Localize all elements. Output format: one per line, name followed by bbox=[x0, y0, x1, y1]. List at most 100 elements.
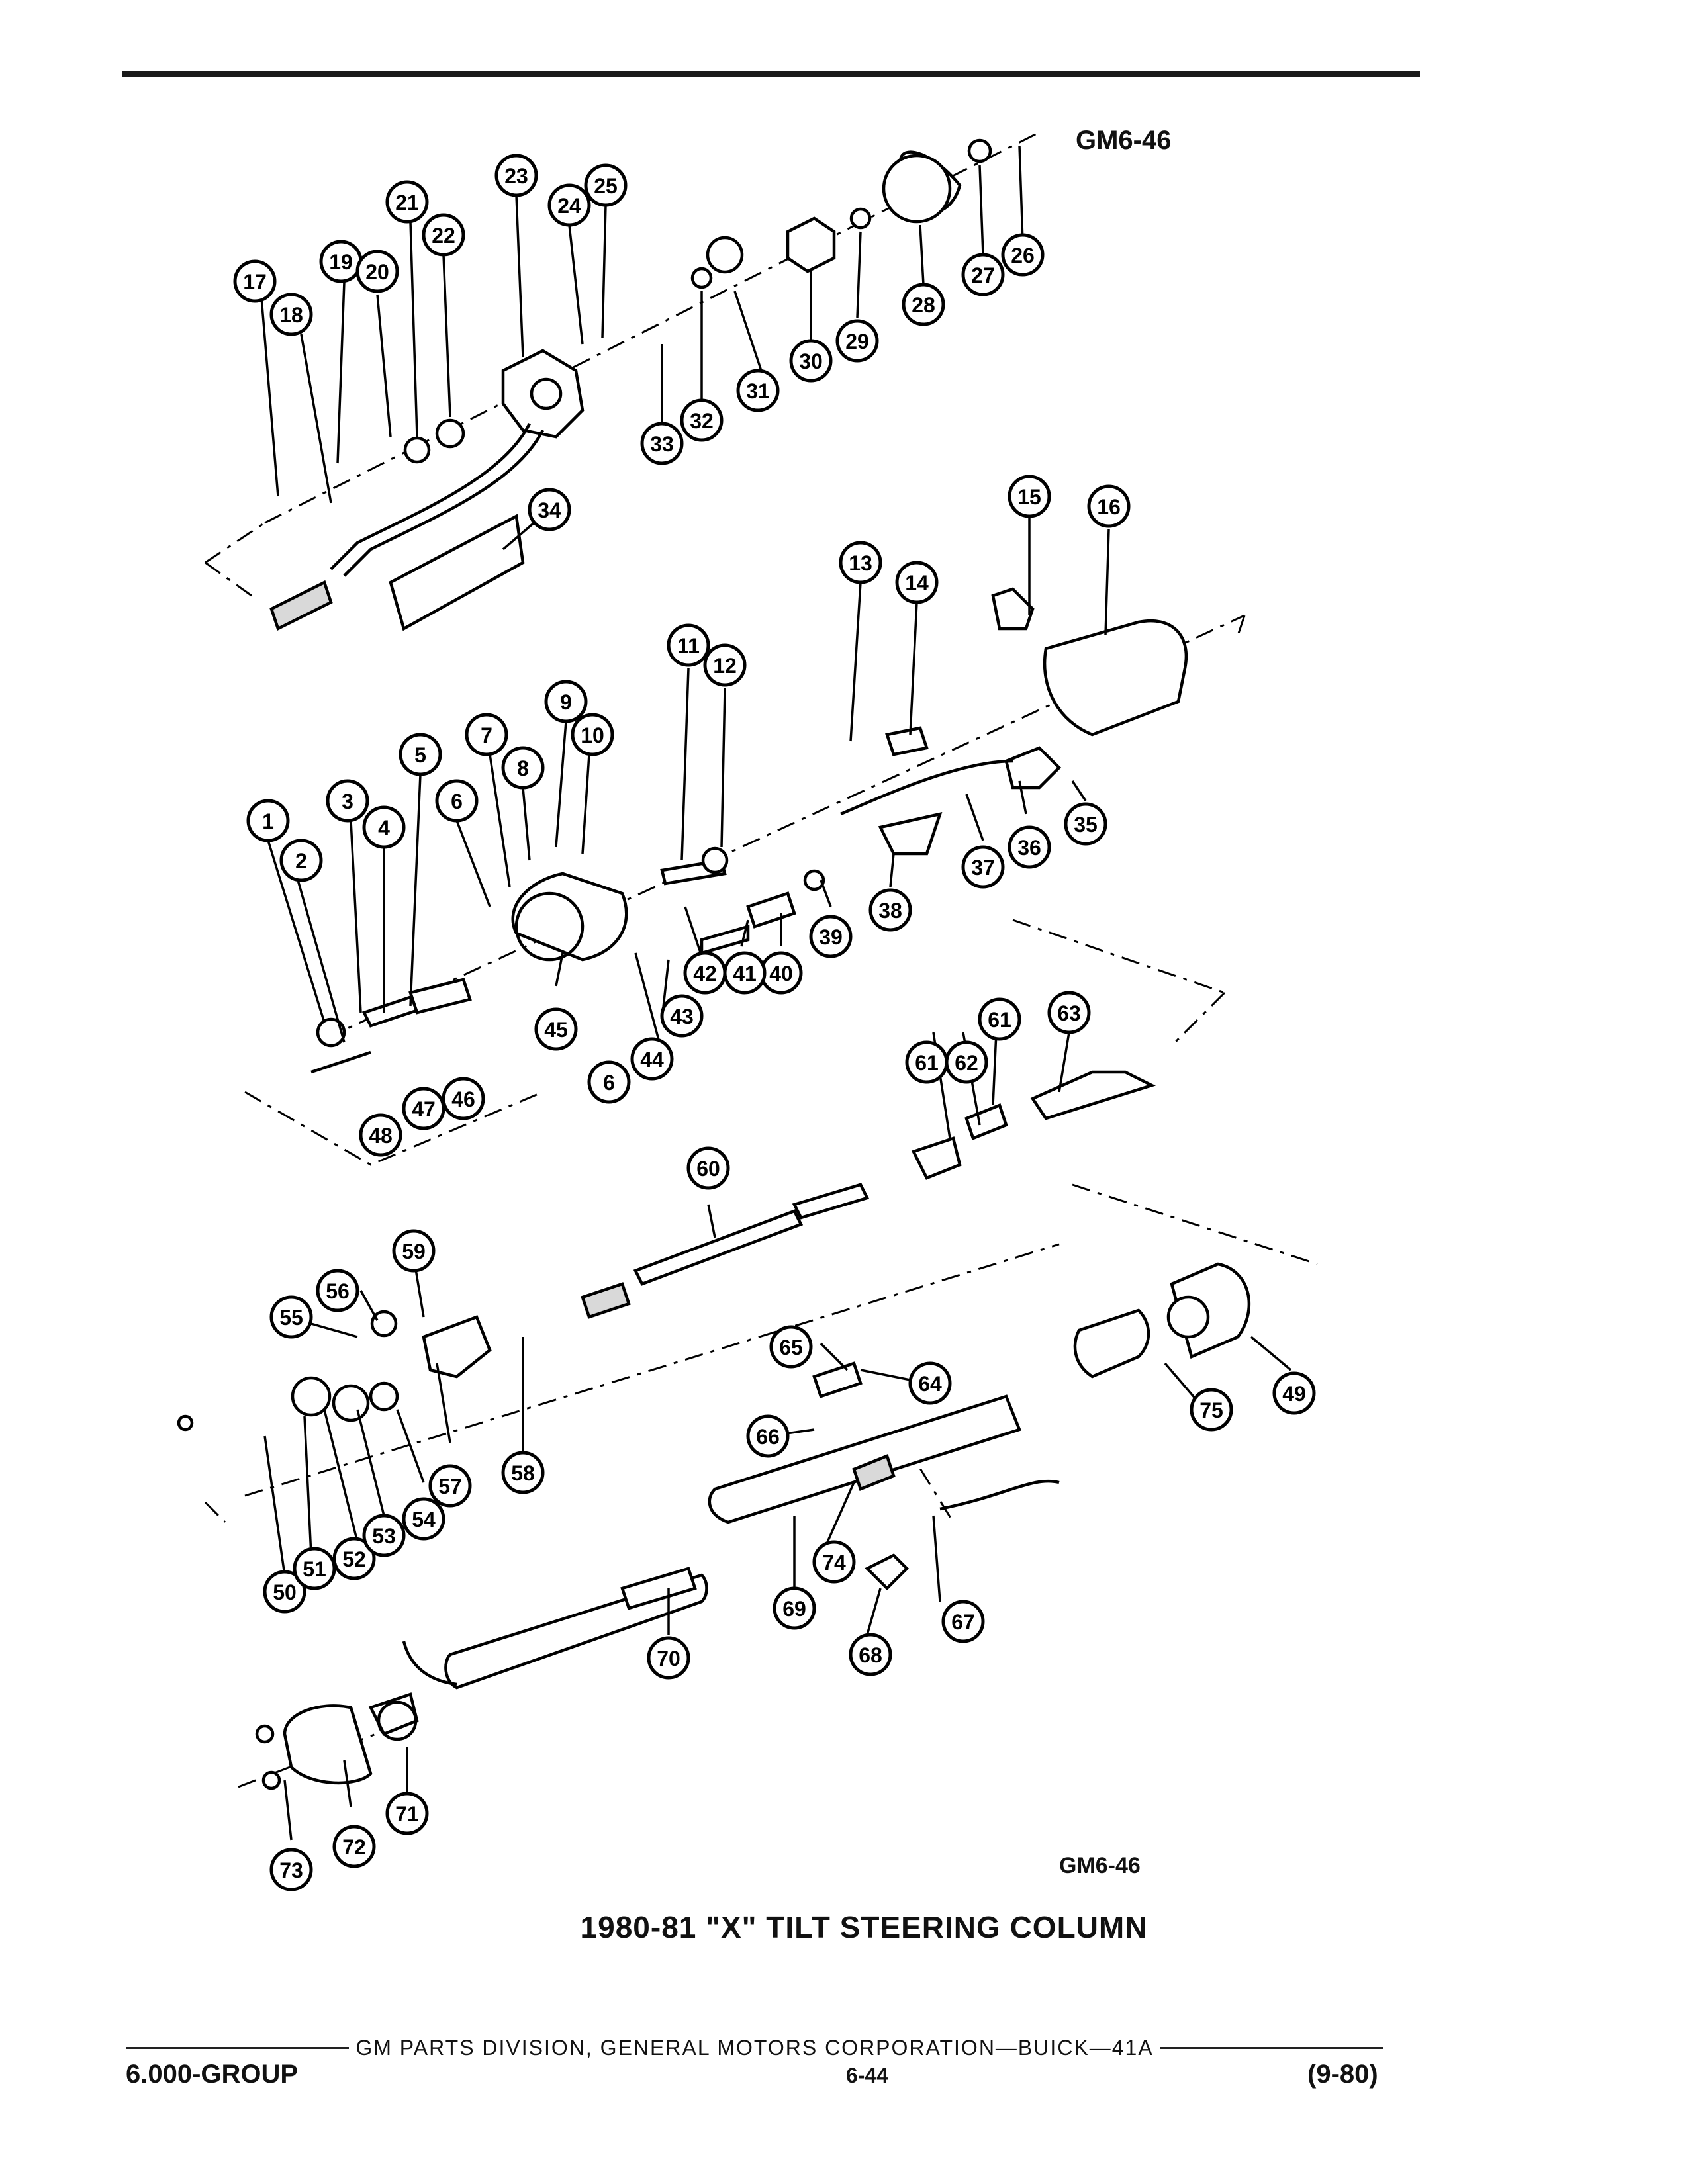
svg-text:14: 14 bbox=[905, 571, 929, 595]
svg-text:39: 39 bbox=[819, 925, 843, 949]
callout-30: 30 bbox=[789, 339, 833, 383]
svg-text:68: 68 bbox=[859, 1643, 882, 1667]
svg-text:63: 63 bbox=[1057, 1001, 1081, 1025]
svg-text:55: 55 bbox=[279, 1306, 303, 1330]
svg-text:25: 25 bbox=[594, 174, 618, 198]
svg-text:46: 46 bbox=[451, 1087, 475, 1111]
callout-37: 37 bbox=[961, 845, 1005, 889]
callout-8: 8 bbox=[501, 746, 545, 790]
svg-text:62: 62 bbox=[955, 1051, 978, 1075]
svg-text:32: 32 bbox=[690, 409, 714, 433]
svg-text:58: 58 bbox=[511, 1461, 535, 1485]
callout-27: 27 bbox=[961, 253, 1005, 296]
callout-68: 68 bbox=[849, 1633, 892, 1676]
svg-text:73: 73 bbox=[279, 1858, 303, 1882]
callout-59: 59 bbox=[392, 1229, 436, 1273]
callout-22: 22 bbox=[422, 213, 465, 257]
svg-text:18: 18 bbox=[279, 303, 303, 327]
callout-66: 66 bbox=[746, 1414, 790, 1458]
callout-17: 17 bbox=[233, 259, 277, 303]
svg-text:21: 21 bbox=[395, 191, 419, 214]
callout-64: 64 bbox=[908, 1361, 952, 1405]
svg-text:38: 38 bbox=[878, 899, 902, 923]
svg-text:53: 53 bbox=[372, 1524, 396, 1548]
svg-text:2: 2 bbox=[295, 849, 307, 873]
svg-text:42: 42 bbox=[693, 962, 717, 985]
callout-48: 48 bbox=[359, 1113, 402, 1157]
svg-text:31: 31 bbox=[746, 379, 770, 403]
callout-63: 63 bbox=[1047, 991, 1091, 1034]
callout-18: 18 bbox=[269, 293, 313, 336]
callout-26: 26 bbox=[1001, 233, 1045, 277]
svg-text:44: 44 bbox=[640, 1048, 664, 1071]
callout-50: 50 bbox=[263, 1570, 306, 1614]
callout-36: 36 bbox=[1008, 825, 1051, 869]
callout-15: 15 bbox=[1008, 475, 1051, 518]
part-sketches bbox=[177, 138, 1251, 1790]
callout-6: 6 bbox=[435, 779, 479, 823]
callout-53: 53 bbox=[362, 1514, 406, 1557]
callout-73: 73 bbox=[269, 1848, 313, 1891]
svg-text:13: 13 bbox=[849, 551, 872, 575]
svg-text:40: 40 bbox=[769, 962, 793, 985]
svg-text:7: 7 bbox=[481, 723, 492, 747]
callout-21: 21 bbox=[385, 180, 429, 224]
svg-text:50: 50 bbox=[273, 1580, 297, 1604]
callout-55: 55 bbox=[269, 1295, 313, 1339]
callout-25: 25 bbox=[584, 163, 628, 207]
footer-publisher: GM PARTS DIVISION, GENERAL MOTORS CORPOR… bbox=[355, 2035, 1154, 2060]
svg-text:27: 27 bbox=[971, 263, 995, 287]
callout-23: 23 bbox=[494, 154, 538, 197]
callout-49: 49 bbox=[1272, 1371, 1316, 1415]
svg-text:47: 47 bbox=[412, 1097, 436, 1121]
svg-text:5: 5 bbox=[414, 743, 426, 767]
callout-10: 10 bbox=[571, 713, 614, 756]
svg-text:34: 34 bbox=[538, 498, 561, 522]
figure-code-bottom: GM6-46 bbox=[1059, 1853, 1141, 1878]
diagram-caption: 1980-81 "X" TILT STEERING COLUMN bbox=[580, 1910, 1148, 1944]
callout-16: 16 bbox=[1087, 484, 1131, 528]
callout-65: 65 bbox=[769, 1325, 813, 1369]
callout-54: 54 bbox=[402, 1497, 445, 1541]
svg-text:22: 22 bbox=[432, 224, 455, 248]
svg-text:24: 24 bbox=[557, 194, 581, 218]
svg-text:75: 75 bbox=[1199, 1398, 1223, 1422]
svg-text:9: 9 bbox=[560, 690, 572, 714]
svg-text:48: 48 bbox=[369, 1124, 393, 1148]
svg-text:49: 49 bbox=[1282, 1382, 1306, 1406]
callout-3: 3 bbox=[326, 779, 369, 823]
svg-text:16: 16 bbox=[1097, 495, 1121, 519]
callout-20: 20 bbox=[355, 250, 399, 293]
svg-text:51: 51 bbox=[303, 1557, 326, 1581]
leader-lines bbox=[260, 145, 1292, 1841]
callout-5: 5 bbox=[399, 733, 442, 776]
callout-70: 70 bbox=[647, 1636, 690, 1680]
callout-71: 71 bbox=[385, 1792, 429, 1835]
svg-text:29: 29 bbox=[845, 330, 869, 353]
callout-19: 19 bbox=[319, 240, 363, 283]
callout-61: 61 bbox=[978, 997, 1021, 1041]
callout-7: 7 bbox=[465, 713, 508, 756]
callout-28: 28 bbox=[902, 283, 945, 326]
svg-text:28: 28 bbox=[912, 293, 935, 317]
callout-75: 75 bbox=[1190, 1388, 1233, 1432]
callout-29: 29 bbox=[835, 319, 879, 363]
svg-text:10: 10 bbox=[581, 723, 604, 747]
callout-4: 4 bbox=[362, 805, 406, 849]
svg-text:17: 17 bbox=[243, 270, 267, 294]
callout-43: 43 bbox=[660, 994, 704, 1038]
footer-group: 6.000-GROUP bbox=[126, 2060, 299, 2089]
callout-41: 41 bbox=[723, 951, 767, 995]
callout-72: 72 bbox=[332, 1825, 376, 1868]
svg-text:36: 36 bbox=[1017, 836, 1041, 860]
svg-text:20: 20 bbox=[365, 260, 389, 284]
callout-34: 34 bbox=[528, 488, 571, 531]
svg-text:52: 52 bbox=[342, 1547, 366, 1571]
footer-page-number: 6-44 bbox=[845, 2064, 889, 2087]
callout-33: 33 bbox=[640, 422, 684, 465]
svg-text:15: 15 bbox=[1017, 485, 1041, 509]
svg-text:67: 67 bbox=[951, 1610, 975, 1634]
callout-6-2: 6 bbox=[587, 1060, 631, 1104]
